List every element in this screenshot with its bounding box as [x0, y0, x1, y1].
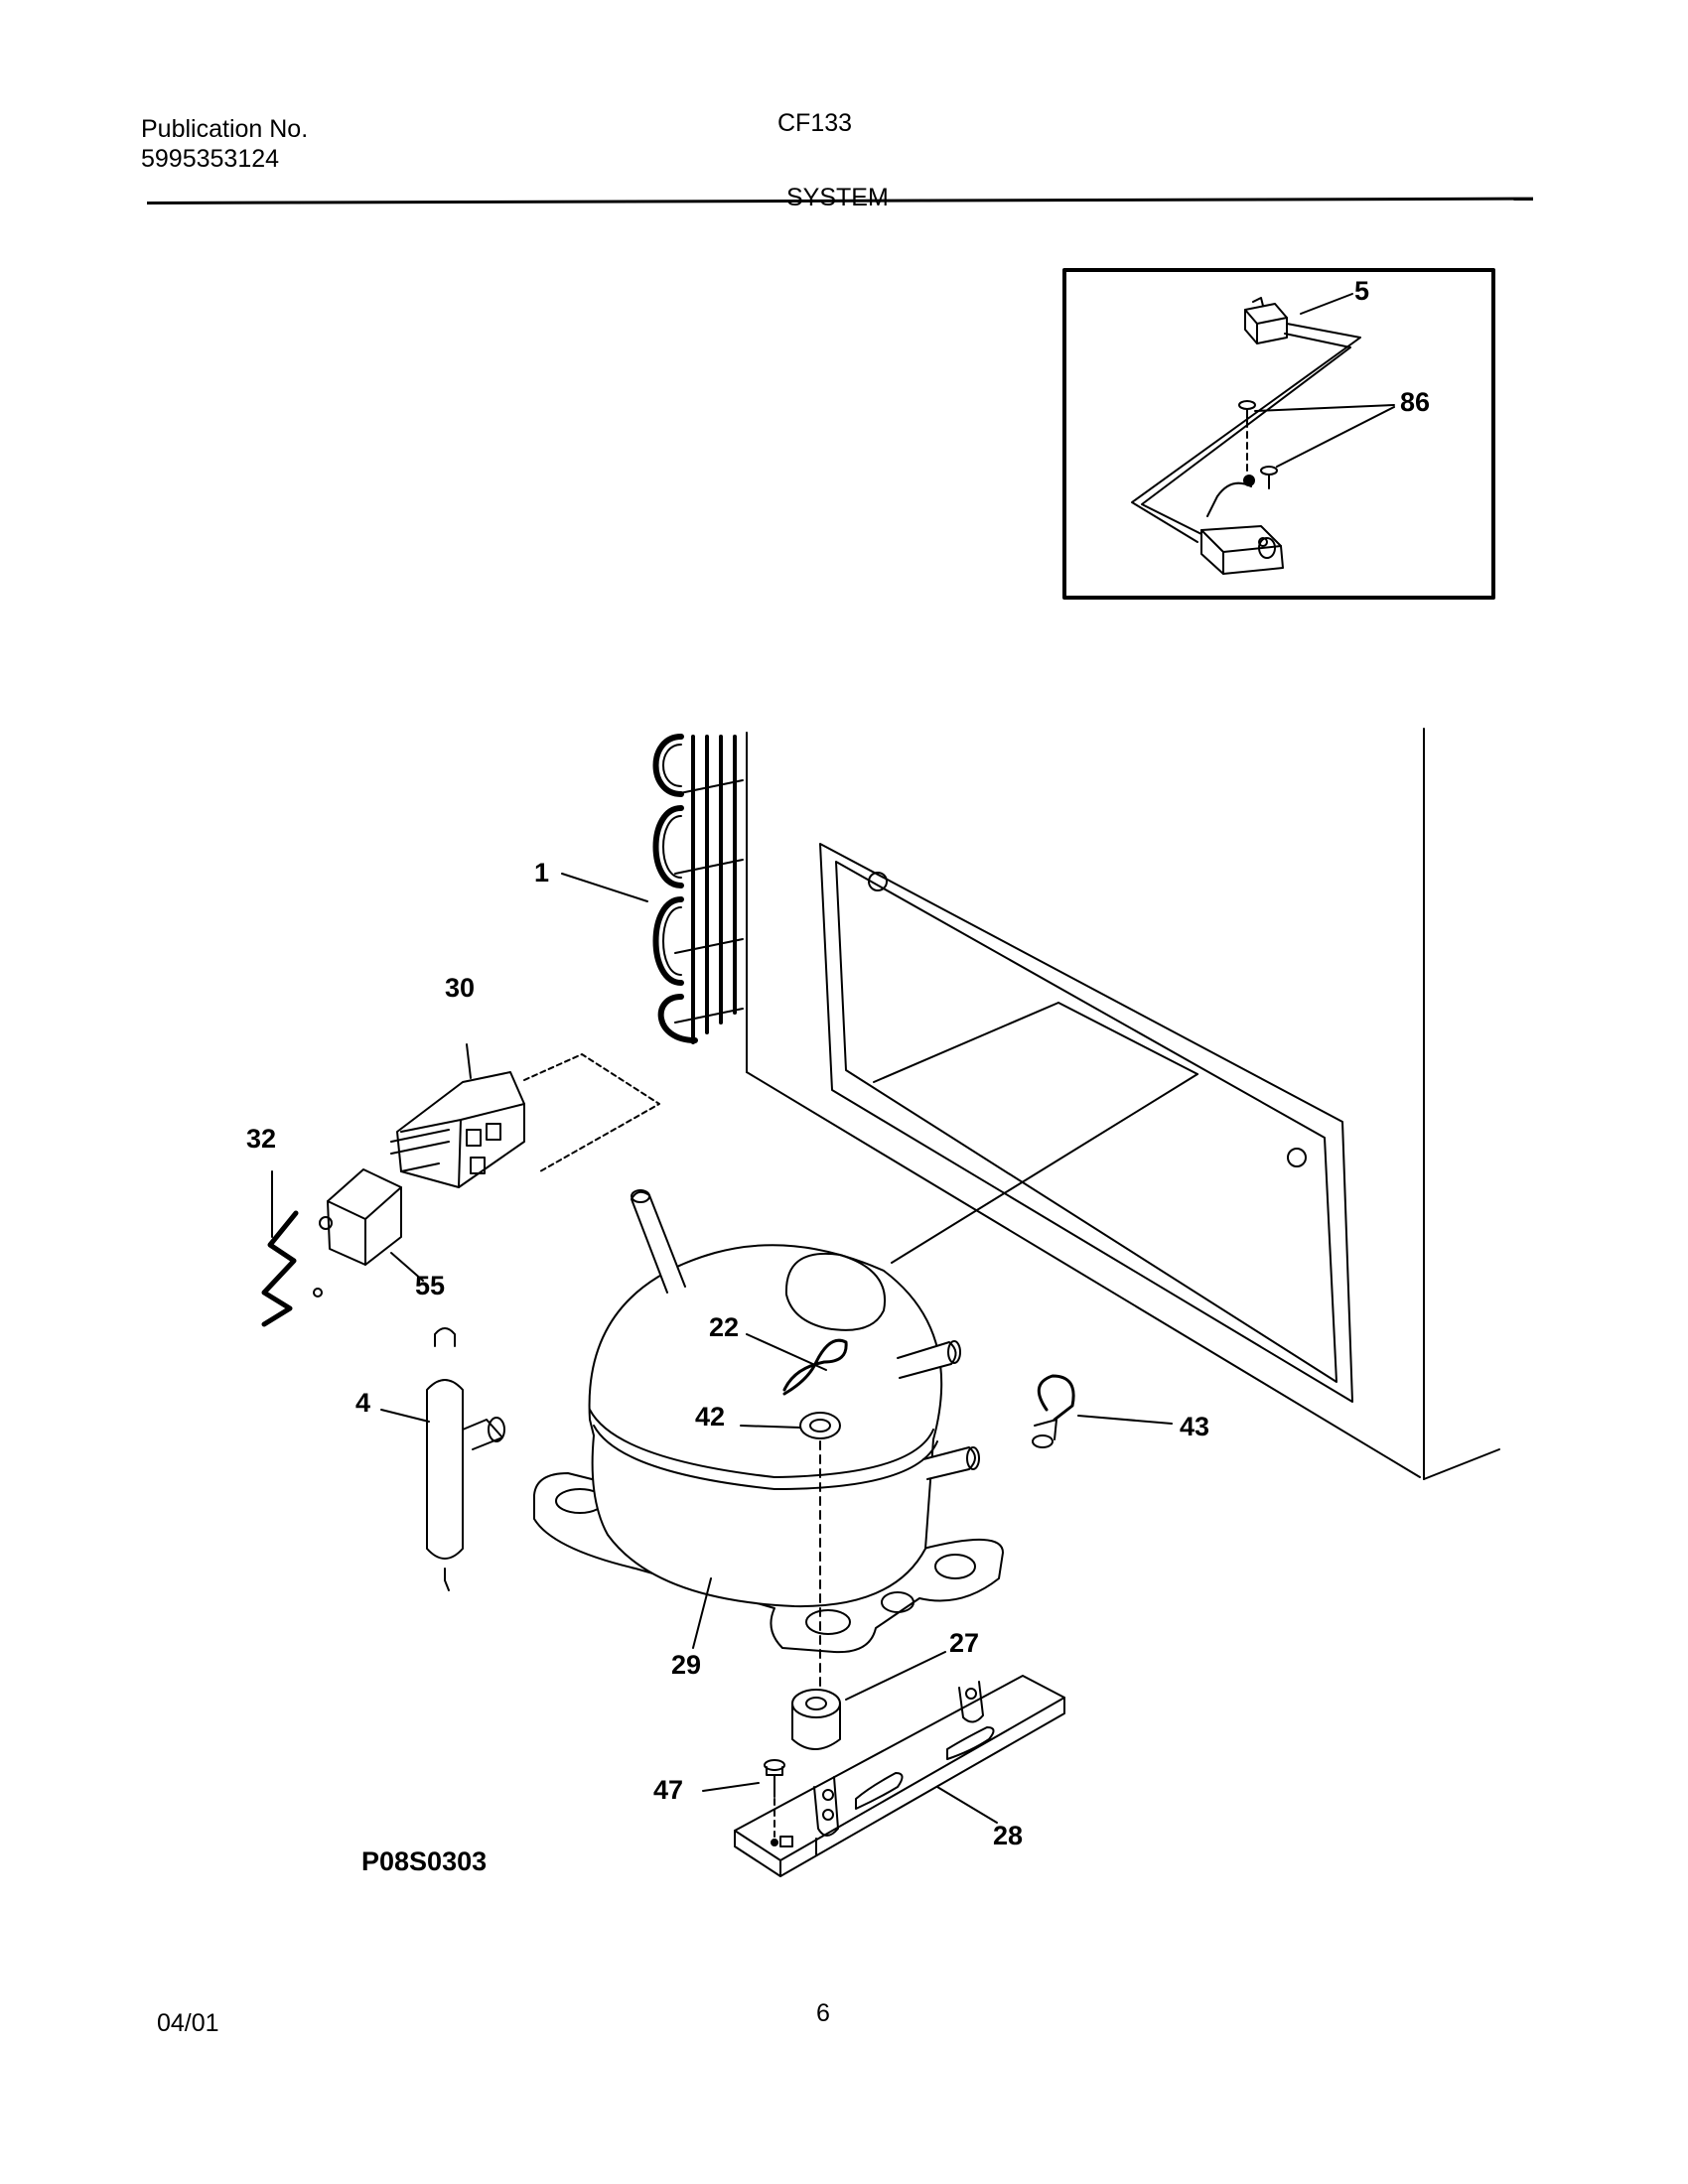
start-relay: [319, 1168, 424, 1282]
callout-42: 42: [695, 1402, 725, 1432]
condenser-coil: [561, 734, 744, 1044]
harness-plug: [1244, 297, 1288, 344]
page-number: 6: [816, 1999, 830, 2027]
cabinet-back: [746, 728, 1500, 1480]
callout-22: 22: [709, 1312, 739, 1342]
relay-clip: [261, 1170, 323, 1327]
callout-55: 55: [415, 1271, 445, 1300]
filter-drier: [380, 1327, 505, 1591]
callout-28: 28: [993, 1821, 1023, 1850]
harness-screw-2: [1260, 466, 1278, 489]
publication-number: 5995353124: [141, 145, 280, 173]
wire-harness-inset: [1062, 268, 1495, 600]
section-title: SYSTEM: [786, 184, 889, 211]
harness-screw-1: [1238, 400, 1256, 422]
mounting-screw: [702, 1759, 785, 1846]
callout-27: 27: [949, 1628, 979, 1658]
model-number: CF133: [777, 109, 853, 137]
callout-47: 47: [653, 1775, 683, 1805]
grommet: [791, 1651, 946, 1750]
callout-30: 30: [445, 973, 475, 1003]
inset-frame: [1062, 268, 1495, 600]
callout-32: 32: [246, 1124, 276, 1154]
callout-86: 86: [1400, 387, 1430, 417]
overload-protector: [390, 1043, 660, 1188]
callout-5: 5: [1354, 276, 1369, 306]
callout-4: 4: [355, 1388, 370, 1418]
compressor: [533, 1189, 1004, 1689]
diagram-code: P08S0303: [361, 1846, 487, 1876]
tube-clamp: [1032, 1374, 1173, 1448]
panel-hole-1: [868, 872, 888, 891]
callout-29: 29: [671, 1650, 701, 1680]
panel-hole-2: [1287, 1148, 1307, 1167]
footer-date: 04/01: [157, 2009, 219, 2037]
callout-43: 43: [1180, 1412, 1209, 1441]
callout-1: 1: [534, 858, 549, 887]
mounting-rail: [734, 1675, 1065, 1877]
harness-terminal-block: [1200, 525, 1284, 575]
publication-label: Publication No.: [141, 115, 309, 143]
